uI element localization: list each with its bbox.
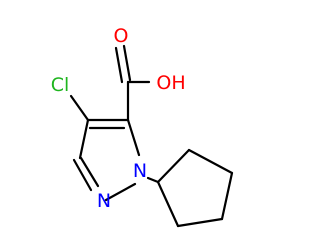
cyclopentyl-bond-3 xyxy=(220,171,234,221)
cyclopentyl-bond-5 xyxy=(156,180,180,228)
molecule-structure: Cl O OH N N xyxy=(51,25,234,228)
bond-c3-n2-double xyxy=(72,158,93,192)
atom-carbonyl-oxygen: O xyxy=(114,25,129,47)
atom-chlorine: Cl xyxy=(51,74,70,96)
bond-c5-n1 xyxy=(126,118,141,157)
bond-n2-n1 xyxy=(104,182,137,202)
cyclopentyl-bond-1 xyxy=(156,148,191,184)
bonds xyxy=(69,44,234,228)
bond-c4-cl xyxy=(69,94,90,122)
bond-n1-cyclopentyl xyxy=(146,176,160,184)
atom-nitrogen-2: N xyxy=(97,190,111,212)
bond-c4-c3 xyxy=(78,118,90,160)
bond-c3-n2-double-2 xyxy=(79,156,100,188)
atom-labels: Cl O OH N N xyxy=(51,25,186,212)
cyclopentyl-bond-4 xyxy=(176,217,224,228)
bond-c-o-double xyxy=(114,46,124,84)
atom-hydroxyl: OH xyxy=(156,72,185,94)
cyclopentyl-bond-2 xyxy=(187,148,234,175)
atom-nitrogen-1: N xyxy=(133,160,147,182)
bond-c-o-double-2 xyxy=(122,44,132,82)
